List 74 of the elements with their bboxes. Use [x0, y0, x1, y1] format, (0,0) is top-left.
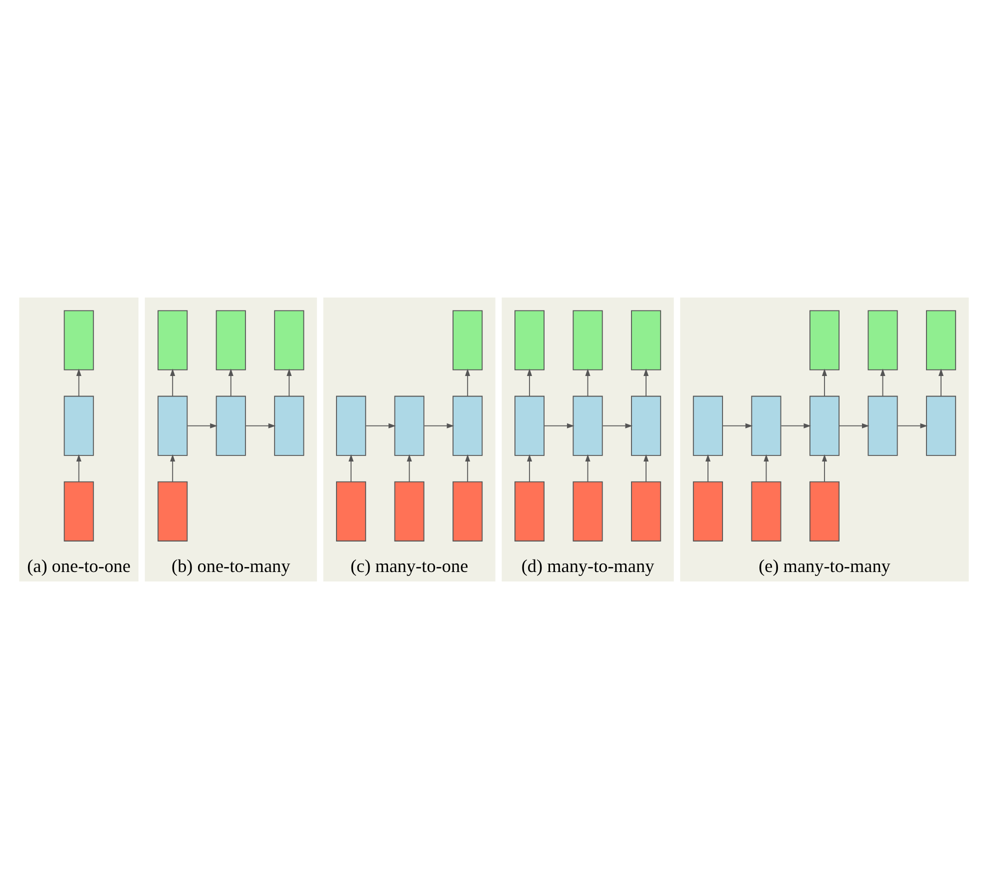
arrow	[526, 454, 532, 482]
cluster: (e) many-to-many	[680, 297, 969, 582]
node-box	[64, 310, 94, 370]
node-box	[158, 310, 188, 370]
arrow	[644, 368, 649, 397]
node-box	[158, 481, 188, 542]
cluster: (c) many-to-one	[323, 297, 496, 582]
node-box	[274, 310, 304, 370]
arrow	[585, 454, 590, 482]
arrow	[938, 368, 944, 397]
arrow	[76, 368, 82, 397]
arrow	[424, 423, 454, 428]
node-box	[274, 396, 304, 456]
arrow	[170, 368, 176, 397]
node-box	[572, 310, 603, 370]
node-box	[452, 481, 483, 542]
node-box	[868, 396, 898, 456]
arrow	[822, 454, 828, 482]
arrow	[897, 423, 928, 428]
arrow	[465, 368, 470, 397]
node-box	[926, 310, 956, 370]
node-box	[336, 396, 366, 456]
node-box	[631, 481, 662, 542]
arrow	[286, 368, 292, 397]
node-box	[572, 396, 603, 456]
node-box	[452, 310, 483, 370]
node-box	[394, 481, 424, 542]
node-box	[514, 481, 545, 542]
node-box	[336, 481, 366, 542]
arrow	[228, 368, 234, 397]
arrow	[245, 423, 276, 428]
arrow	[880, 368, 886, 397]
arrow	[722, 423, 753, 428]
node-box	[809, 310, 840, 370]
node-box	[631, 310, 662, 370]
node-box	[751, 396, 782, 456]
node-box	[692, 481, 723, 542]
node-box	[216, 310, 246, 370]
arrow	[764, 454, 769, 482]
node-box	[926, 396, 956, 456]
arrow	[170, 454, 176, 482]
arrow	[839, 423, 870, 428]
arrow	[822, 368, 828, 397]
arrow	[780, 423, 811, 428]
arrow	[187, 423, 218, 428]
node-box	[394, 396, 424, 456]
node-box	[514, 396, 545, 456]
arrow	[602, 423, 633, 428]
arrow	[366, 423, 396, 428]
arrow	[348, 454, 354, 482]
arrow	[644, 454, 649, 482]
arrow	[705, 454, 710, 482]
node-box	[868, 310, 898, 370]
cluster: (d) many-to-many	[502, 297, 674, 582]
arrow	[585, 368, 590, 397]
node-box	[692, 396, 723, 456]
cluster: (a) one-to-one	[19, 297, 138, 582]
arrow	[406, 454, 412, 482]
cluster: (b) one-to-many	[144, 297, 317, 582]
node-box	[452, 396, 483, 456]
arrow	[76, 454, 82, 482]
node-box	[514, 310, 545, 370]
node-box	[809, 481, 840, 542]
node-box	[216, 396, 246, 456]
arrow	[544, 423, 574, 428]
node-box	[64, 481, 94, 542]
node-box	[809, 396, 840, 456]
node-box	[751, 481, 782, 542]
node-box	[572, 481, 603, 542]
arrow	[526, 368, 532, 397]
node-box	[631, 396, 662, 456]
node-box	[158, 396, 188, 456]
node-box	[64, 396, 94, 456]
arrow	[465, 454, 470, 482]
